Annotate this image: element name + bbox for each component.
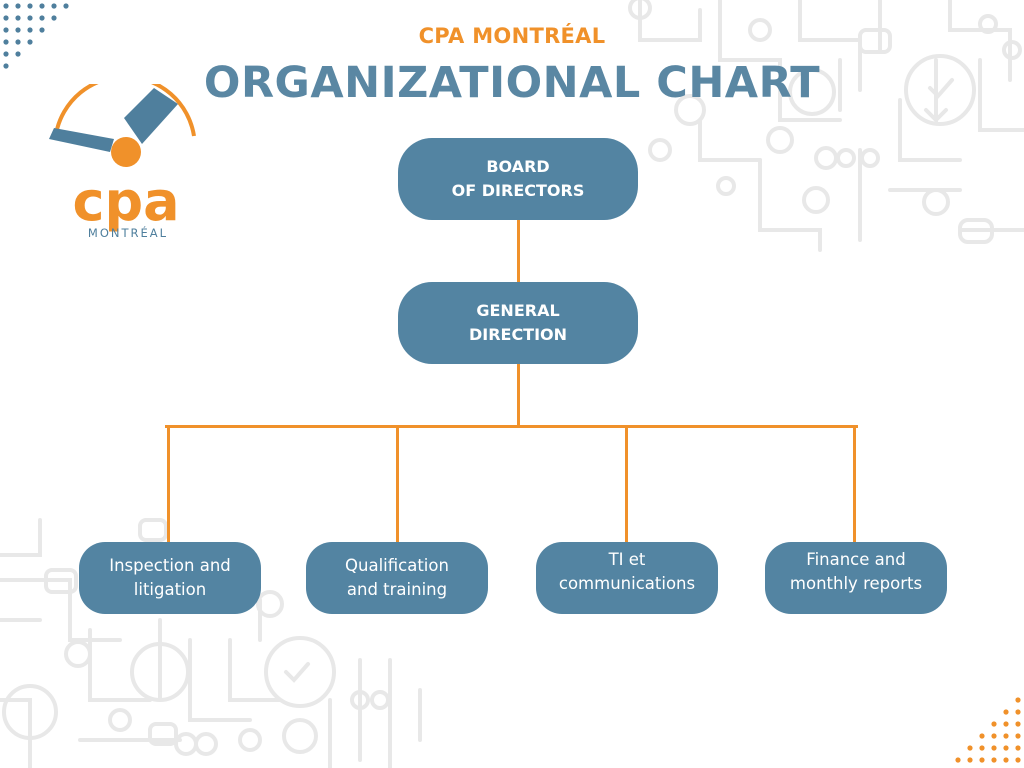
connector-board-to-direction: [517, 220, 520, 284]
department-label: Finance and monthly reports: [789, 550, 923, 593]
department-node-qualification: Qualification and training: [306, 542, 488, 614]
department-label: Inspection and litigation: [109, 556, 231, 599]
cpa-montreal-logo: cpa MONTRÉAL: [49, 84, 196, 240]
general-direction-node: GENERAL DIRECTION: [398, 282, 638, 364]
connector-dept-1: [167, 425, 170, 543]
connector-horizontal: [165, 425, 858, 428]
department-label: Qualification and training: [345, 556, 449, 599]
department-node-inspection: Inspection and litigation: [79, 542, 261, 614]
page-title: ORGANIZATIONAL CHART: [203, 58, 821, 108]
board-of-directors-node: BOARD OF DIRECTORS: [398, 138, 638, 220]
department-node-finance: Finance and monthly reports: [765, 542, 947, 614]
board-of-directors-label: BOARD OF DIRECTORS: [451, 157, 585, 200]
department-label: TI et communications: [558, 550, 696, 593]
general-direction-label: GENERAL DIRECTION: [468, 301, 568, 344]
department-node-ti-communications: TI et communications: [536, 542, 718, 614]
logo-wordmark: cpa: [72, 170, 179, 233]
logo-city: MONTRÉAL: [88, 225, 168, 240]
connector-dept-3: [625, 425, 628, 543]
connector-dept-2: [396, 425, 399, 543]
connector-dept-4: [853, 425, 856, 543]
connector-direction-down: [517, 364, 520, 427]
page-subtitle: CPA MONTRÉAL: [418, 24, 606, 48]
